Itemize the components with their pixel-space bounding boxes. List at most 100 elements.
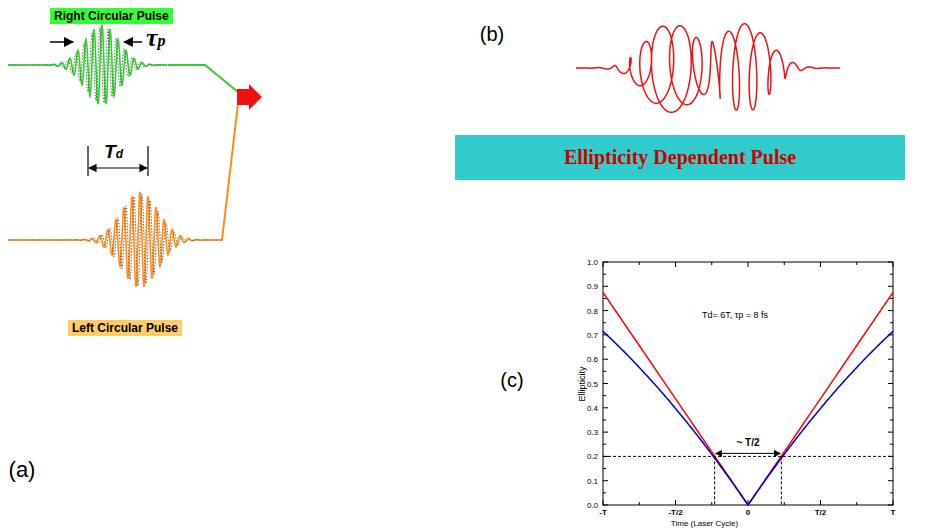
y-tick [890, 444, 893, 445]
tick-label: -T/2 [668, 508, 682, 517]
y-tick [888, 262, 893, 263]
plot-frame [603, 262, 893, 505]
y-tick [603, 347, 606, 348]
y-tick [603, 419, 606, 420]
y-tick [603, 395, 606, 396]
y-tick [890, 492, 893, 493]
width-arrow [124, 41, 142, 43]
x-tick [711, 262, 712, 265]
y-tick [603, 298, 606, 299]
y-tick [603, 274, 606, 275]
tick-label: 0.7 [587, 330, 598, 339]
y-tick [890, 419, 893, 420]
x-tick [820, 500, 821, 505]
y-tick [888, 286, 893, 287]
x-tick [675, 500, 676, 505]
tick-label: 0.1 [587, 476, 598, 485]
tick-label: T/2 [815, 508, 827, 517]
right-pulse-component [8, 27, 168, 102]
threshold-drop [714, 456, 715, 505]
delay-label: Td [104, 141, 123, 163]
tick-label: T [891, 508, 896, 517]
tick-label: 0.5 [587, 379, 598, 388]
y-tick [888, 407, 893, 408]
x-tick [784, 262, 785, 265]
x-tick [711, 502, 712, 505]
y-tick [888, 310, 893, 311]
y-tick [890, 274, 893, 275]
y-tick [603, 432, 608, 433]
ellipticity-pulse-wave [576, 24, 840, 113]
red-curve [603, 292, 893, 505]
y-tick [890, 468, 893, 469]
width-annotation: ~ T/2 [736, 436, 759, 447]
tick-label: 0.0 [587, 501, 598, 510]
blue-curve [603, 331, 893, 505]
axis-title: Ellipticity [577, 366, 587, 401]
y-tick [603, 383, 608, 384]
y-tick [890, 298, 893, 299]
combine-arrow [237, 84, 262, 110]
right-pulse-wave [8, 25, 168, 104]
node-text: Right Circular Pulse [54, 9, 169, 23]
panel-letter: (c) [500, 369, 523, 392]
x-tick [748, 262, 749, 267]
delay-tick [87, 146, 88, 176]
y-tick [603, 492, 606, 493]
y-tick [603, 262, 608, 263]
y-tick [603, 322, 606, 323]
x-tick [893, 262, 894, 267]
left-pulse-wave [8, 192, 218, 287]
tick-label: 0.8 [587, 306, 598, 315]
x-tick [639, 502, 640, 505]
title-band: Ellipticity Dependent Pulse [455, 135, 905, 180]
x-tick [856, 502, 857, 505]
axis-title: Time (Laser Cycle) [671, 519, 738, 528]
y-tick [890, 371, 893, 372]
panel-letter: (b) [480, 23, 504, 46]
x-tick [784, 502, 785, 505]
delay-tick [147, 146, 148, 176]
y-tick [888, 359, 893, 360]
x-tick [639, 262, 640, 265]
x-tick [675, 262, 676, 267]
y-tick [888, 505, 893, 506]
x-tick [603, 500, 604, 505]
x-tick [820, 262, 821, 267]
node-text: Left Circular Pulse [72, 321, 178, 335]
tick-label: 0.6 [587, 355, 598, 364]
tick-label: 0.4 [587, 403, 598, 412]
right-beam-line [168, 65, 238, 92]
tick-label: -T [599, 508, 607, 517]
threshold-drop [781, 456, 782, 505]
y-tick [888, 383, 893, 384]
left-pulse-component [8, 194, 218, 285]
threshold-line [603, 456, 893, 457]
y-tick [603, 371, 606, 372]
pulse-label-box: Left Circular Pulse [68, 320, 182, 336]
x-tick [893, 500, 894, 505]
delay-arrow [89, 167, 147, 168]
tick-label: 0 [746, 508, 750, 517]
tick-label: 1.0 [587, 258, 598, 267]
y-tick [890, 322, 893, 323]
y-tick [603, 505, 608, 506]
y-tick [888, 432, 893, 433]
tick-label: 0.9 [587, 282, 598, 291]
parameter-note: Td= 6T, τp = 8 fs [702, 310, 768, 320]
x-tick [603, 262, 604, 267]
y-tick [603, 286, 608, 287]
width-arrow [50, 41, 73, 43]
pulse-label-box: Right Circular Pulse [50, 8, 173, 24]
tick-label: 0.2 [587, 452, 598, 461]
x-tick [856, 262, 857, 265]
y-tick [888, 480, 893, 481]
pulse-width-label: τp [146, 23, 165, 53]
y-tick [603, 407, 608, 408]
y-tick [890, 347, 893, 348]
y-tick [603, 480, 608, 481]
y-tick [890, 395, 893, 396]
node-text: Ellipticity Dependent Pulse [564, 146, 796, 169]
y-tick [603, 310, 608, 311]
